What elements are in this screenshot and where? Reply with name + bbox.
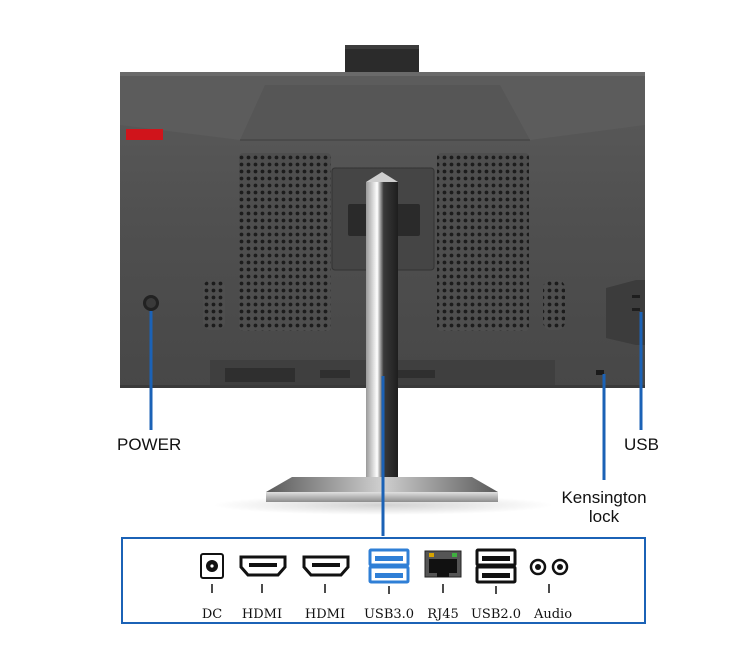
usb2-port-icon: [475, 548, 517, 594]
right-speaker-grille: [543, 280, 565, 330]
port-label-audio: Audio: [533, 607, 573, 622]
hdmi-port-icon: [239, 555, 287, 593]
left-vent-grille: [239, 153, 331, 331]
right-vent-grille: [437, 153, 529, 331]
audio-jack-icon: [529, 558, 569, 593]
red-indicator-strip: [126, 129, 163, 140]
hdmi-port-icon: [302, 555, 350, 593]
dc-jack-icon: [200, 553, 224, 593]
kensington-slot[interactable]: [596, 370, 604, 375]
power-label: POWER: [117, 435, 182, 454]
kensington-label-line1: Kensington: [561, 488, 647, 507]
port-label-rj45: RJ45: [427, 607, 459, 622]
rear-port-strip: [225, 368, 435, 382]
port-icons: [200, 548, 569, 594]
kensington-lock-label: Kensington lock: [549, 488, 659, 526]
port-legend-panel: DC HDMI HDMI USB3.0 RJ45 USB2.0 Audio: [121, 537, 646, 624]
kensington-label-line2: lock: [588, 507, 620, 526]
port-label-hdmi-1: HDMI: [241, 607, 283, 622]
power-button[interactable]: [143, 295, 159, 311]
port-label-dc: DC: [201, 607, 223, 622]
ethernet-port-icon: [424, 550, 462, 593]
usb3-port-icon: [368, 548, 410, 594]
left-speaker-grille: [203, 280, 225, 330]
side-usb-module[interactable]: [606, 280, 645, 345]
port-label-usb2: USB2.0: [470, 607, 522, 622]
stand-neck: [366, 172, 398, 496]
port-label-usb3: USB3.0: [363, 607, 415, 622]
usb-label: USB: [624, 435, 659, 454]
port-label-hdmi-2: HDMI: [304, 607, 346, 622]
popup-camera: [345, 45, 419, 75]
